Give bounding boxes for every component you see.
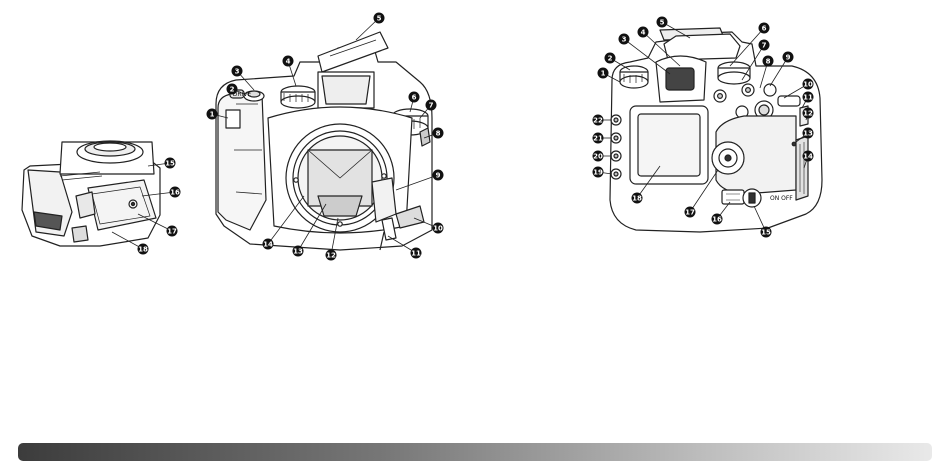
callout-number-back-12: 12 bbox=[803, 110, 813, 118]
on-off-switch-marking: ON OFF bbox=[770, 195, 793, 202]
callout-number-bottom-18: 18 bbox=[138, 246, 148, 254]
callout-number-back-13: 13 bbox=[803, 130, 813, 138]
callout-number-back-22: 22 bbox=[593, 117, 603, 125]
callout-number-back-3: 3 bbox=[622, 36, 627, 44]
callout-number-back-6: 6 bbox=[762, 25, 767, 33]
callout-number-back-16: 16 bbox=[712, 216, 722, 224]
callout-number-back-21: 21 bbox=[593, 135, 603, 143]
callout-number-front-7: 7 bbox=[429, 102, 434, 110]
callout-number-front-12: 12 bbox=[326, 252, 336, 260]
callout-number-back-10: 10 bbox=[803, 81, 813, 89]
callout-number-back-7: 7 bbox=[762, 42, 767, 50]
callout-number-back-11: 11 bbox=[803, 94, 813, 102]
callout-number-bottom-17: 17 bbox=[167, 228, 177, 236]
callout-number-back-1: 1 bbox=[601, 70, 606, 78]
callout-number-back-17: 17 bbox=[685, 209, 695, 217]
callout-number-front-4: 4 bbox=[286, 58, 291, 66]
callout-number-front-13: 13 bbox=[293, 248, 303, 256]
callout-number-front-11: 11 bbox=[411, 250, 421, 258]
callout-number-back-8: 8 bbox=[766, 58, 771, 66]
callout-number-back-19: 19 bbox=[593, 169, 603, 177]
callout-number-back-18: 18 bbox=[632, 195, 642, 203]
callout-number-front-5: 5 bbox=[377, 15, 382, 23]
callout-number-bottom-16: 16 bbox=[170, 189, 180, 197]
callout-number-back-14: 14 bbox=[803, 153, 813, 161]
callout-number-back-15: 15 bbox=[761, 229, 771, 237]
callout-number-front-3: 3 bbox=[235, 68, 240, 76]
callout-number-front-8: 8 bbox=[436, 130, 441, 138]
footer-gradient-bar bbox=[18, 443, 932, 461]
callout-number-front-14: 14 bbox=[263, 241, 273, 249]
callout-number-front-1: 1 bbox=[210, 111, 215, 119]
callout-number-front-10: 10 bbox=[433, 225, 443, 233]
callout-number-back-5: 5 bbox=[660, 19, 665, 27]
callout-number-bottom-15: 15 bbox=[165, 160, 175, 168]
callout-number-back-4: 4 bbox=[641, 29, 646, 37]
callout-number-back-9: 9 bbox=[786, 54, 791, 62]
callout-number-back-20: 20 bbox=[593, 153, 603, 161]
camera-front-view bbox=[216, 32, 432, 250]
callout-number-back-2: 2 bbox=[608, 55, 613, 63]
callout-number-front-6: 6 bbox=[412, 94, 417, 102]
drive-button-marking: DRIVE bbox=[233, 91, 252, 98]
callout-number-front-9: 9 bbox=[436, 172, 441, 180]
camera-bottom-view bbox=[22, 141, 160, 246]
